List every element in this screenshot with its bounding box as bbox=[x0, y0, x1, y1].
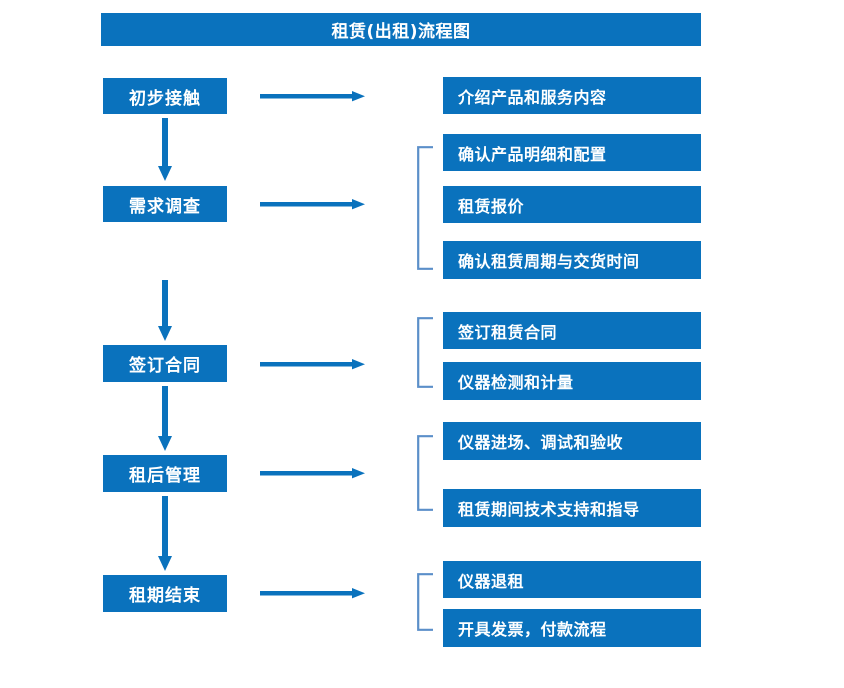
detail-label-5: 签订租赁合同 bbox=[458, 322, 558, 342]
vertical-arrow-3-4 bbox=[156, 386, 174, 452]
group-bracket-1 bbox=[417, 146, 435, 270]
detail-box-1[interactable]: 介绍产品和服务内容 bbox=[443, 77, 701, 114]
group-bracket-3 bbox=[417, 435, 435, 511]
detail-label-3: 租赁报价 bbox=[458, 196, 525, 216]
detail-box-10[interactable]: 开具发票，付款流程 bbox=[443, 609, 701, 647]
stage-box-4[interactable]: 租后管理 bbox=[103, 455, 227, 492]
horizontal-arrow-1 bbox=[260, 89, 366, 103]
detail-box-8[interactable]: 租赁期间技术支持和指导 bbox=[443, 489, 701, 527]
stage-label-1: 初步接触 bbox=[129, 88, 201, 109]
detail-box-2[interactable]: 确认产品明细和配置 bbox=[443, 134, 701, 171]
detail-label-7: 仪器进场、调试和验收 bbox=[458, 433, 624, 452]
horizontal-arrow-3 bbox=[260, 357, 366, 371]
detail-box-7[interactable]: 仪器进场、调试和验收 bbox=[443, 422, 701, 460]
detail-box-4[interactable]: 确认租赁周期与交货时间 bbox=[443, 241, 701, 279]
group-bracket-2 bbox=[417, 317, 435, 388]
diagram-title: 租赁(出租)流程图 bbox=[331, 22, 471, 42]
horizontal-arrow-5 bbox=[260, 586, 366, 600]
horizontal-arrow-4 bbox=[260, 466, 366, 480]
detail-label-9: 仪器退租 bbox=[458, 571, 525, 591]
stage-box-5[interactable]: 租期结束 bbox=[103, 575, 227, 612]
vertical-arrow-2-3 bbox=[156, 280, 174, 342]
detail-label-4: 确认租赁周期与交货时间 bbox=[458, 252, 640, 271]
group-bracket-4 bbox=[417, 573, 435, 631]
stage-label-4: 租后管理 bbox=[129, 466, 201, 486]
vertical-arrow-4-5 bbox=[156, 496, 174, 572]
detail-label-10: 开具发票，付款流程 bbox=[458, 620, 607, 639]
detail-label-6: 仪器检测和计量 bbox=[458, 373, 574, 392]
detail-box-3[interactable]: 租赁报价 bbox=[443, 186, 701, 223]
diagram-title-bar: 租赁(出租)流程图 bbox=[101, 13, 701, 46]
stage-box-3[interactable]: 签订合同 bbox=[103, 345, 227, 382]
detail-label-1: 介绍产品和服务内容 bbox=[458, 87, 607, 107]
detail-box-5[interactable]: 签订租赁合同 bbox=[443, 312, 701, 349]
stage-label-3: 签订合同 bbox=[129, 356, 201, 376]
stage-label-2: 需求调查 bbox=[129, 196, 201, 217]
detail-box-9[interactable]: 仪器退租 bbox=[443, 561, 701, 598]
stage-box-1[interactable]: 初步接触 bbox=[103, 78, 227, 114]
stage-label-5: 租期结束 bbox=[129, 586, 201, 606]
horizontal-arrow-2 bbox=[260, 197, 366, 211]
stage-box-2[interactable]: 需求调查 bbox=[103, 186, 227, 222]
detail-label-8: 租赁期间技术支持和指导 bbox=[458, 500, 640, 519]
detail-box-6[interactable]: 仪器检测和计量 bbox=[443, 362, 701, 400]
detail-label-2: 确认产品明细和配置 bbox=[458, 144, 607, 164]
vertical-arrow-1-2 bbox=[156, 118, 174, 182]
